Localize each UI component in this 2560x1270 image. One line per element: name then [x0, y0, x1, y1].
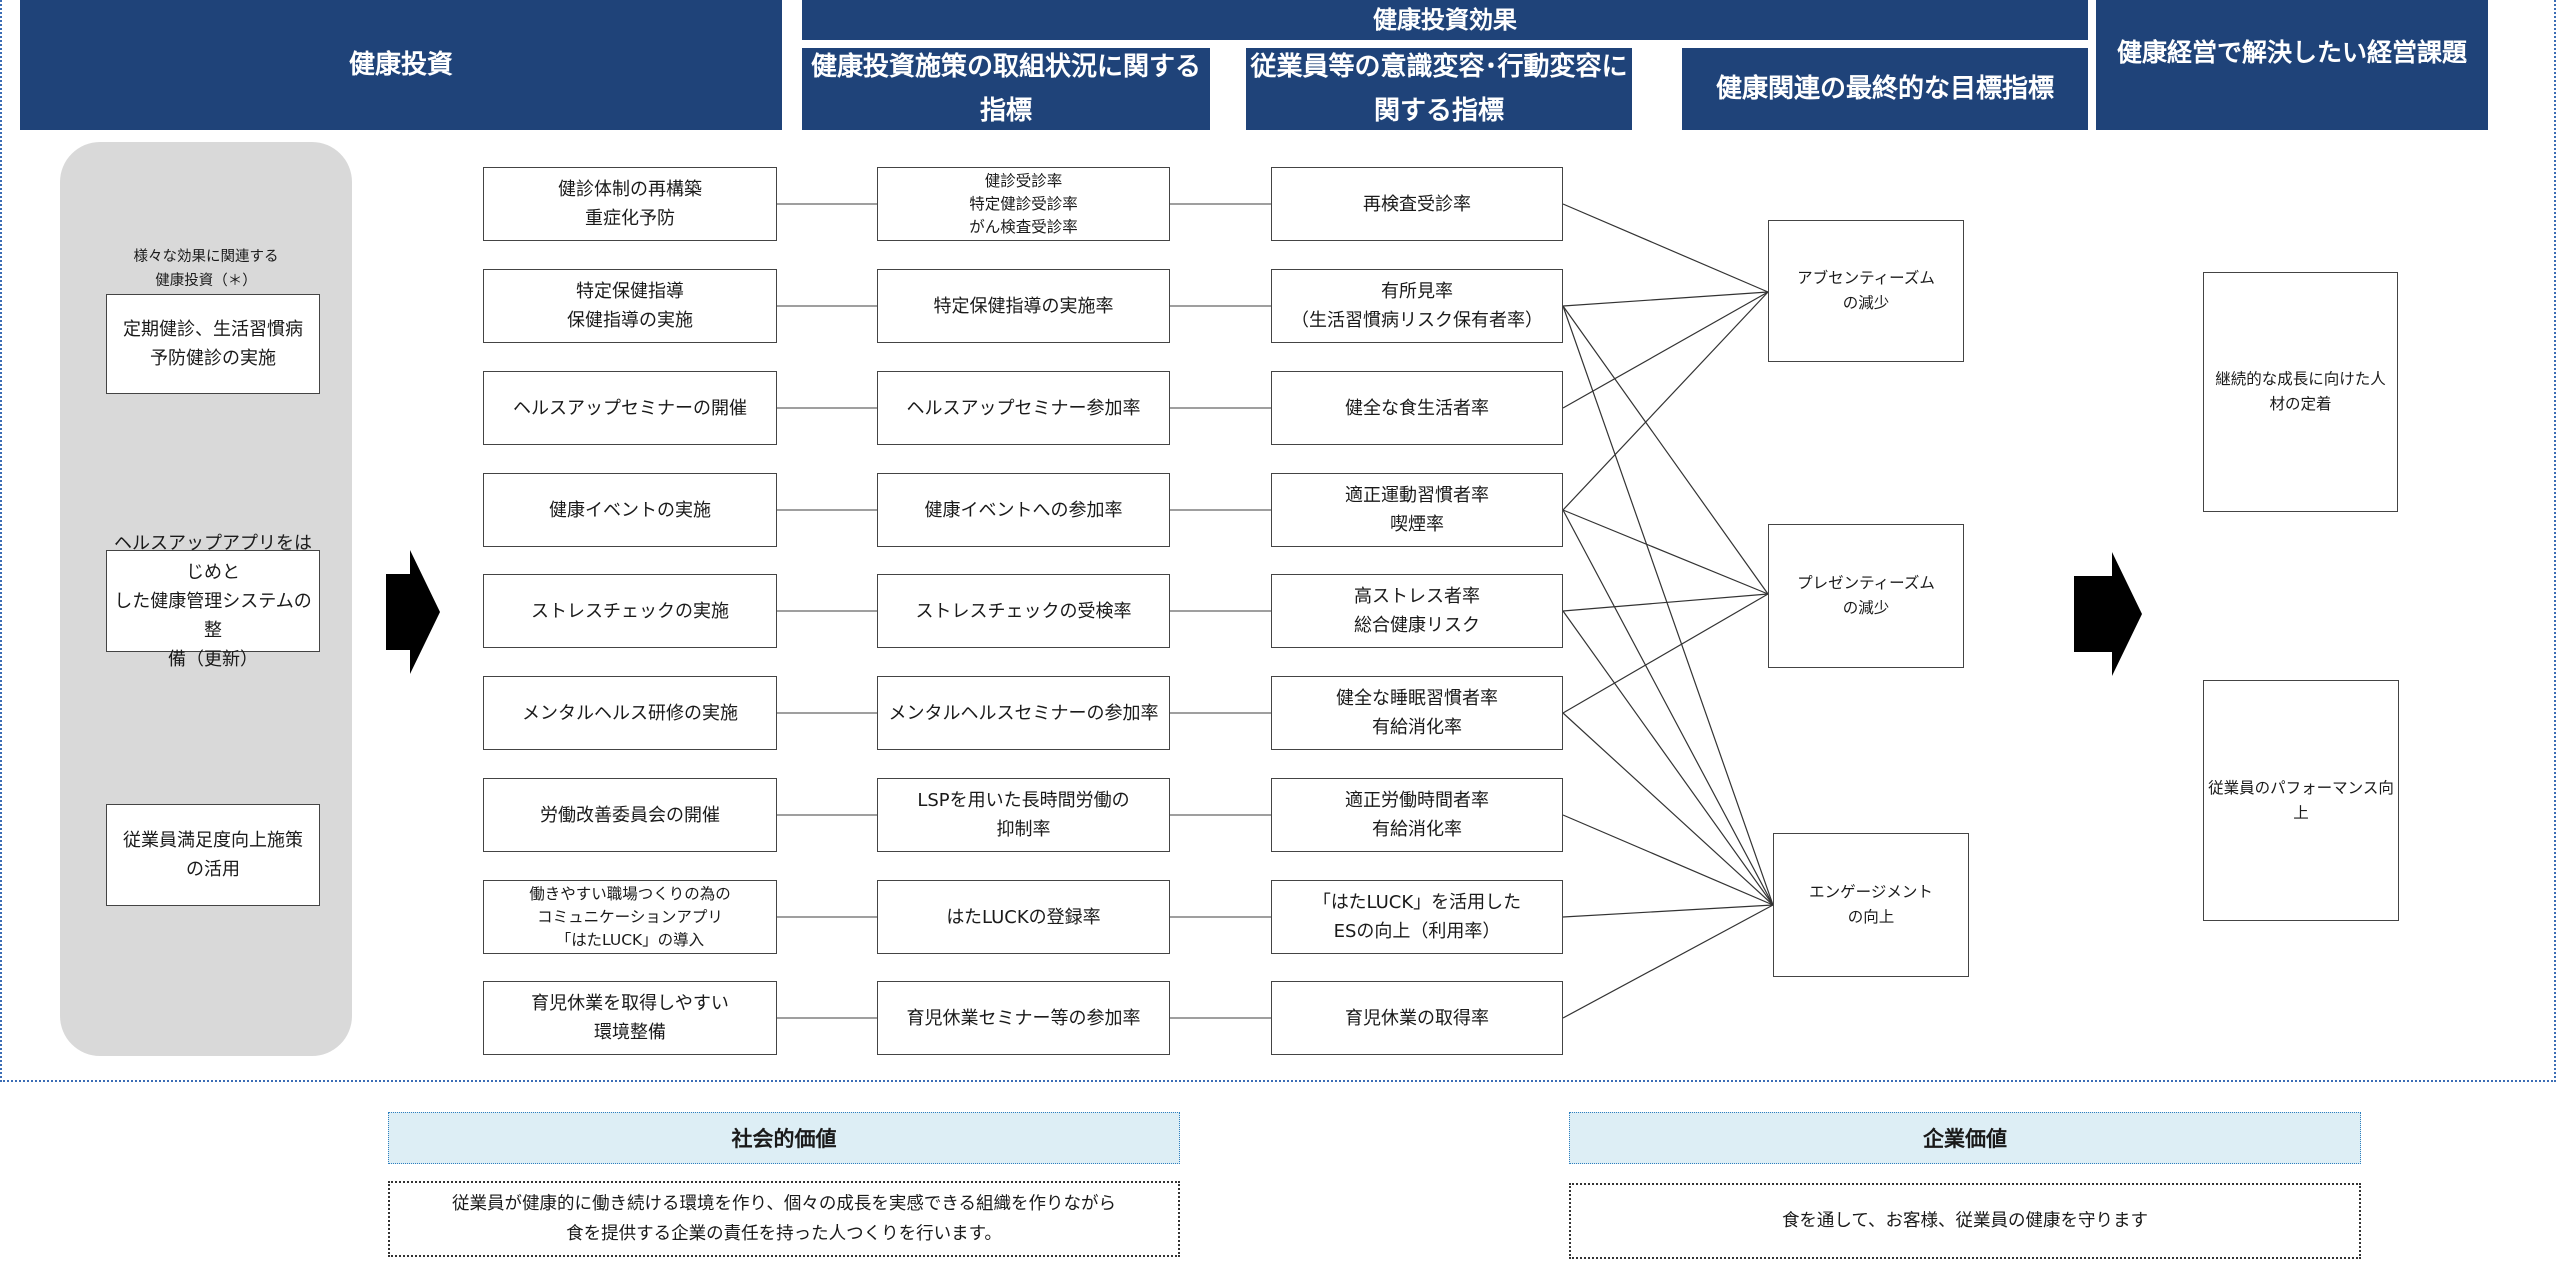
corporate-value-title: 企業価値 [1569, 1112, 2361, 1164]
side-panel-note: 様々な効果に関連する 健康投資（＊） [133, 249, 279, 289]
social-value-title: 社会的価値 [388, 1112, 1180, 1164]
goal-link-line [1562, 814, 1774, 906]
goal-link-line [1562, 904, 1774, 1019]
corporate-value-text: 食を通して、お客様、従業員の健康を守ります [1569, 1183, 2361, 1259]
side-item: 従業員満足度向上施策 の活用 [106, 804, 320, 906]
measure-box: メンタルヘルス研修の実施 [483, 676, 777, 750]
initiative-metric-box: ストレスチェックの受検率 [877, 574, 1170, 648]
goal-link-line [1562, 291, 1769, 511]
flow-arrow-right [2074, 552, 2142, 676]
side-item: 定期健診、生活習慣病 予防健診の実施 [106, 294, 320, 394]
goal-link-line [1562, 203, 1769, 293]
measure-box: 特定保健指導 保健指導の実施 [483, 269, 777, 343]
behavior-metric-box: 再検査受診率 [1271, 167, 1563, 241]
goal-link-line [1562, 305, 1769, 595]
goal-link-line [1562, 291, 1769, 409]
goal-link-line [1562, 509, 1774, 906]
goal-link-line [1562, 305, 1774, 906]
measure-box: ヘルスアップセミナーの開催 [483, 371, 777, 445]
initiative-metric-box: 特定保健指導の実施率 [877, 269, 1170, 343]
header-final-indicators: 健康関連の最終的な目標指標 [1682, 48, 2088, 130]
behavior-metric-box: 健全な食生活者率 [1271, 371, 1563, 445]
measure-box: ストレスチェックの実施 [483, 574, 777, 648]
initiative-metric-box: はたLUCKの登録率 [877, 880, 1170, 954]
behavior-metric-box: 有所見率 （生活習慣病リスク保有者率） [1271, 269, 1563, 343]
behavior-metric-box: 適正労働時間者率 有給消化率 [1271, 778, 1563, 852]
goal-link-line [1562, 593, 1769, 612]
measure-box: 健診体制の再構築 重症化予防 [483, 167, 777, 241]
flow-arrow-left [386, 550, 440, 674]
measure-box: 健康イベントの実施 [483, 473, 777, 547]
goal-link-line [1562, 712, 1774, 906]
header-initiative-indicators: 健康投資施策の取組状況に関する 指標 [802, 48, 1210, 130]
diagram-frame [0, 0, 2556, 1082]
initiative-metric-box: 健診受診率 特定健診受診率 がん検査受診率 [877, 167, 1170, 241]
initiative-metric-box: 育児休業セミナー等の参加率 [877, 981, 1170, 1055]
initiative-metric-box: ヘルスアップセミナー参加率 [877, 371, 1170, 445]
measure-box: 育児休業を取得しやすい 環境整備 [483, 981, 777, 1055]
header-behavior-indicators: 従業員等の意識変容･行動変容に 関する指標 [1246, 48, 1632, 130]
management-goal-performance: 従業員のパフォーマンス向 上 [2203, 680, 2399, 921]
management-goal-retention: 継続的な成長に向けた人 材の定着 [2203, 272, 2398, 512]
goal-link-line [1562, 610, 1774, 906]
measure-box: 働きやすい職場つくりの為の コミュニケーションアプリ 「はたLUCK」の導入 [483, 880, 777, 954]
final-goal-engagement: エンゲージメント の向上 [1773, 833, 1969, 977]
behavior-metric-box: 「はたLUCK」を活用した ESの向上（利用率） [1271, 880, 1563, 954]
header-effects: 健康投資効果 [802, 0, 2088, 40]
goal-link-line [1562, 291, 1769, 307]
initiative-metric-box: メンタルヘルスセミナーの参加率 [877, 676, 1170, 750]
behavior-metric-box: 育児休業の取得率 [1271, 981, 1563, 1055]
social-value-text: 従業員が健康的に働き続ける環境を作り、個々の成長を実感できる組織を作りながら 食… [388, 1181, 1180, 1257]
behavior-metric-box: 健全な睡眠習慣者率 有給消化率 [1271, 676, 1563, 750]
header-investment: 健康投資 [20, 0, 782, 130]
goal-link-line [1562, 509, 1769, 595]
behavior-metric-box: 適正運動習慣者率 喫煙率 [1271, 473, 1563, 547]
final-goal-presenteeism: プレゼンティーズム の減少 [1768, 524, 1964, 668]
goal-link-line [1562, 904, 1774, 918]
initiative-metric-box: LSPを用いた長時間労働の 抑制率 [877, 778, 1170, 852]
behavior-metric-box: 高ストレス者率 総合健康リスク [1271, 574, 1563, 648]
measure-box: 労働改善委員会の開催 [483, 778, 777, 852]
initiative-metric-box: 健康イベントへの参加率 [877, 473, 1170, 547]
goal-link-line [1562, 593, 1769, 714]
header-management-issues: 健康経営で解決したい経営課題 [2096, 0, 2488, 130]
final-goal-absenteeism: アブセンティーズム の減少 [1768, 220, 1964, 362]
